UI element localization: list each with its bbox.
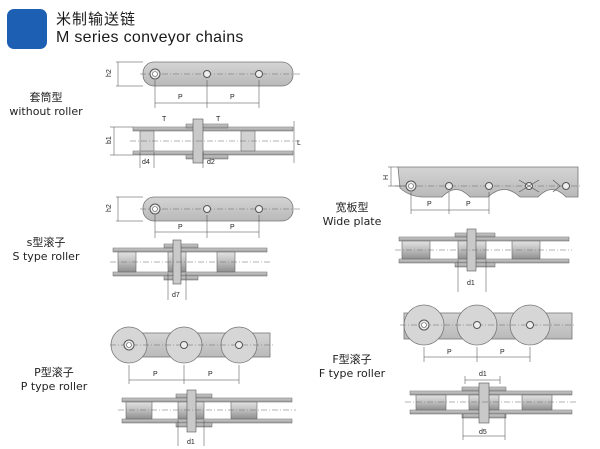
dim-d5: d5: [479, 429, 487, 436]
label-wide-plate: 宽板型 Wide plate: [312, 201, 392, 229]
dim-p-3a: P: [153, 371, 158, 378]
label-without-roller-en: without roller: [9, 105, 83, 118]
dim-p-3b: P: [208, 371, 213, 378]
label-f-roller: F型滚子 F type roller: [312, 353, 392, 381]
dim-p-2b: P: [230, 224, 235, 231]
p-roller-side-view: P P: [110, 326, 275, 384]
dim-d1-w: d1: [467, 280, 475, 287]
without-roller-top-view: T T b1 L d4 d2: [106, 116, 301, 168]
s-roller-top-view: d7: [110, 239, 270, 300]
f-roller-top-view: d1 d5: [405, 371, 576, 440]
page-title-cn: 米制输送链: [56, 10, 137, 28]
f-roller-side-view: P P: [400, 304, 576, 362]
dim-d2: d2: [207, 159, 215, 166]
section-badge: [7, 9, 47, 49]
wide-plate-side-view: H P P: [383, 166, 582, 214]
dim-b1: b1: [106, 136, 113, 144]
label-without-roller-cn: 套筒型: [29, 91, 63, 104]
dim-p-1a: P: [178, 94, 183, 101]
dim-p-2a: P: [178, 224, 183, 231]
dim-p-5a: P: [447, 349, 452, 356]
p-roller-top-view: d1: [118, 389, 296, 446]
dim-d1-f: d1: [479, 371, 487, 378]
label-without-roller: 套筒型 without roller: [6, 91, 86, 119]
s-roller-side-view: h2 P P: [106, 196, 300, 238]
dim-l: L: [297, 140, 301, 147]
label-s-roller: s型滚子 S type roller: [6, 236, 86, 264]
dim-p-1b: P: [230, 94, 235, 101]
label-s-roller-cn: s型滚子: [26, 236, 66, 249]
dim-p-4b: P: [466, 201, 471, 208]
dim-h2-2: h2: [106, 204, 113, 212]
label-p-roller: P型滚子 P type roller: [14, 366, 94, 394]
dim-t-1a: T: [162, 116, 167, 123]
label-p-roller-cn: P型滚子: [34, 366, 74, 379]
label-f-roller-en: F type roller: [318, 367, 386, 380]
without-roller-side-view: h2 P P: [106, 61, 300, 108]
label-p-roller-en: P type roller: [20, 380, 88, 393]
dim-h: H: [383, 175, 390, 180]
dim-d1-p: d1: [187, 439, 195, 446]
wide-plate-top-view: d1: [395, 228, 572, 292]
dim-p-5b: P: [500, 349, 505, 356]
dim-d7: d7: [172, 292, 180, 299]
label-f-roller-cn: F型滚子: [332, 353, 372, 366]
label-wide-plate-en: Wide plate: [322, 215, 382, 228]
dim-h2-1: h2: [106, 69, 113, 77]
dim-d4: d4: [142, 159, 150, 166]
dim-t-1b: T: [216, 116, 221, 123]
dim-p-4a: P: [427, 201, 432, 208]
page-title-en: M series conveyor chains: [56, 29, 244, 46]
label-wide-plate-cn: 宽板型: [335, 201, 369, 214]
label-s-roller-en: S type roller: [12, 250, 80, 263]
